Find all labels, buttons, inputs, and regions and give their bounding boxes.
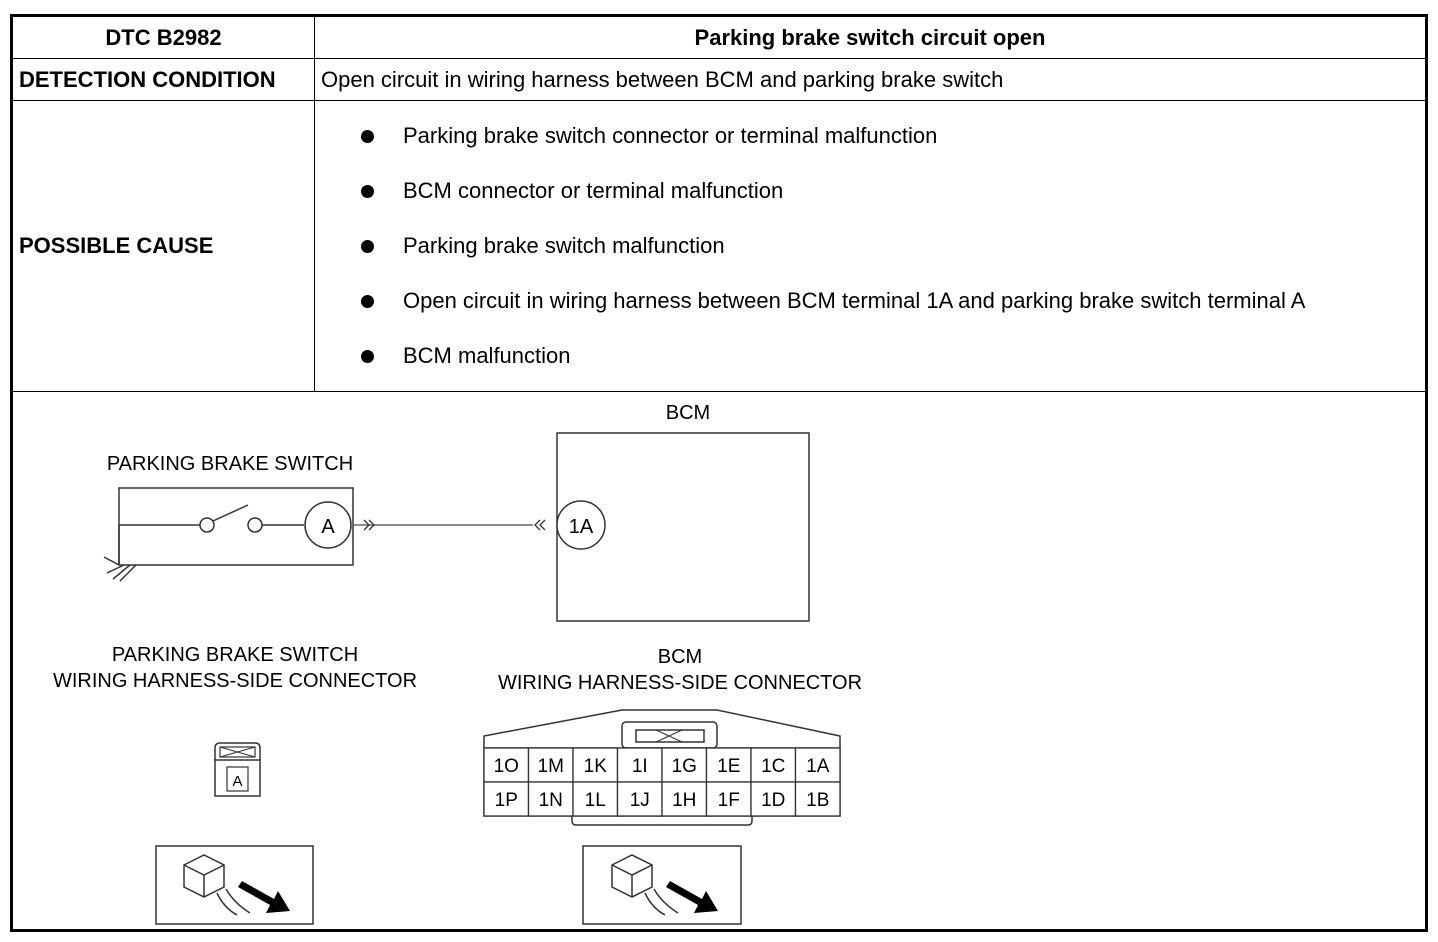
bcm-pin-label: 1M — [538, 756, 564, 777]
bcm-pin-label: 1C — [761, 756, 785, 777]
connector-view-icon-left — [155, 845, 314, 925]
switch-connector: A — [214, 742, 261, 797]
bcm-label: BCM — [666, 402, 710, 424]
bcm-pin-label: 1G — [672, 756, 697, 777]
bcm-pin-label: 1P — [495, 790, 518, 811]
possible-cause-cell: Parking brake switch connector or termin… — [314, 100, 1426, 392]
bcm-pin-cell — [572, 781, 619, 817]
bcm-pin-label: 1D — [761, 790, 785, 811]
bcm-pin-label: 1L — [585, 790, 606, 811]
bcm-pin-label: 1O — [494, 756, 519, 777]
bcm-pin-label: 1N — [539, 790, 563, 811]
bullet-icon — [361, 130, 374, 143]
cause-text: BCM malfunction — [403, 343, 571, 368]
page-frame — [10, 14, 1428, 932]
bcm-pin-cell — [572, 747, 619, 783]
ground-icon — [103, 525, 137, 582]
bullet-icon — [361, 295, 374, 308]
bcm-pin-label: 1J — [630, 790, 650, 811]
switch-label: PARKING BRAKE SWITCH — [107, 453, 353, 475]
cause-text: Open circuit in wiring harness between B… — [403, 288, 1306, 313]
bcm-pin-cell — [750, 781, 797, 817]
switch-symbol — [119, 504, 304, 533]
possible-cause-row: POSSIBLE CAUSE Parking brake switch conn… — [12, 100, 1426, 392]
bcm-pin-cell — [705, 781, 752, 817]
bcm-pin-cell — [483, 781, 530, 817]
bullet-icon — [361, 240, 374, 253]
cause-item: BCM connector or terminal malfunction — [361, 176, 1419, 206]
header-row: DTC B2982 Parking brake switch circuit o… — [12, 16, 1426, 59]
bcm-pin-label: 1A — [806, 756, 830, 777]
cause-list: Parking brake switch connector or termin… — [321, 121, 1419, 371]
bcm-terminal-label: 1A — [569, 516, 594, 538]
switch-connector-pin: A — [232, 773, 242, 790]
bcm-pin-cell — [705, 747, 752, 783]
bcm-pin-cell — [527, 781, 574, 817]
bcm-pin-label: 1E — [717, 756, 740, 777]
wiring-diagram-svg: BCM PARKING BRAKE SWITCH A — [53, 402, 862, 925]
bcm-pin-grid: 1O 1M 1K 1I 1G 1E 1C 1A 1P 1N 1L 1J 1H 1F 1D 1B — [483, 747, 841, 817]
bcm-terminal-circle — [556, 500, 606, 550]
cause-item: Parking brake switch connector or termin… — [361, 121, 1419, 151]
bcm-pin-cell — [750, 747, 797, 783]
wiring-diagram: BCM PARKING BRAKE SWITCH A — [12, 393, 1426, 930]
bcm-pin-cell — [661, 781, 708, 817]
bcm-pin-cell — [794, 781, 841, 817]
cause-item: BCM malfunction — [361, 341, 1419, 371]
switch-connector-title-2: WIRING HARNESS-SIDE CONNECTOR — [53, 670, 417, 692]
bcm-pin-cell — [616, 781, 663, 817]
dtc-code: DTC B2982 — [12, 16, 315, 59]
bcm-pin-cell — [794, 747, 841, 783]
cause-text: Parking brake switch connector or termin… — [403, 123, 938, 148]
bcm-pin-label: 1I — [632, 756, 648, 777]
bullet-icon — [361, 350, 374, 363]
dtc-table: DTC B2982 Parking brake switch circuit o… — [12, 16, 1426, 392]
detection-text: Open circuit in wiring harness between B… — [314, 58, 1426, 101]
connector-arrow-icon — [363, 519, 546, 531]
detection-label: DETECTION CONDITION — [12, 58, 315, 101]
bullet-icon — [361, 185, 374, 198]
bcm-connector-title-1: BCM — [658, 646, 702, 668]
cause-text: BCM connector or terminal malfunction — [403, 178, 784, 203]
cause-text: Parking brake switch malfunction — [403, 233, 725, 258]
switch-connector-title-1: PARKING BRAKE SWITCH — [112, 644, 358, 666]
bcm-pin-label: 1B — [806, 790, 829, 811]
bcm-pin-cell — [661, 747, 708, 783]
bcm-pin-label: 1K — [584, 756, 608, 777]
cause-item: Parking brake switch malfunction — [361, 231, 1419, 261]
switch-terminal-label: A — [321, 516, 335, 538]
bcm-pin-label: 1H — [672, 790, 696, 811]
connector-view-icon-right — [582, 845, 742, 925]
dtc-title: Parking brake switch circuit open — [314, 16, 1426, 59]
bcm-connector-title-2: WIRING HARNESS-SIDE CONNECTOR — [498, 672, 862, 694]
bcm-pin-label: 1F — [718, 790, 740, 811]
possible-cause-label: POSSIBLE CAUSE — [12, 100, 315, 392]
cause-item: Open circuit in wiring harness between B… — [361, 286, 1419, 316]
bcm-pin-cell — [483, 747, 530, 783]
detection-row: DETECTION CONDITION Open circuit in wiri… — [12, 58, 1426, 101]
